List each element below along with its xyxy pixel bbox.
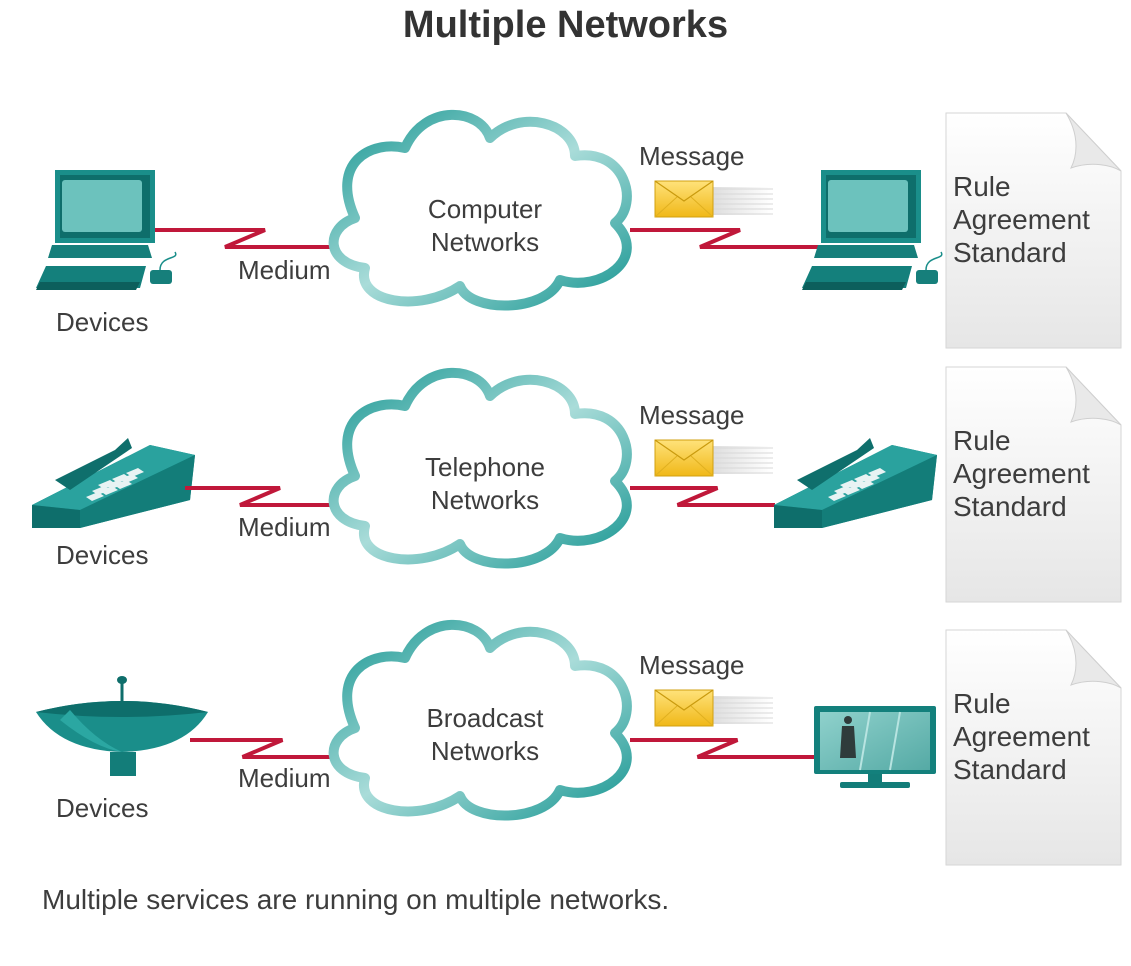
rule-item: Agreement	[953, 721, 1090, 752]
medium-line-right	[630, 738, 815, 759]
caption: Multiple services are running on multipl…	[42, 884, 670, 915]
message-label: Message	[639, 141, 745, 171]
network-cloud	[328, 109, 632, 311]
message-envelope-icon	[654, 689, 773, 727]
satellite-dish-icon	[36, 676, 208, 776]
medium-line-right	[630, 486, 775, 507]
television-icon	[814, 706, 936, 788]
network-name-line2: Networks	[430, 736, 540, 766]
message-label: Message	[639, 400, 745, 430]
network-name-line1: Telephone	[425, 452, 545, 482]
rule-item: Rule	[953, 171, 1011, 202]
network-name-line2: Networks	[430, 227, 540, 257]
medium-label: Medium	[238, 255, 331, 285]
network-row-2	[32, 366, 1122, 603]
network-name-line2: Networks	[430, 485, 540, 515]
network-cloud	[328, 367, 632, 569]
rules-document-icon	[945, 366, 1122, 603]
rules-document-icon	[945, 629, 1122, 866]
medium-label: Medium	[238, 512, 331, 542]
rules-document-icon	[945, 112, 1122, 349]
rule-item: Agreement	[953, 458, 1090, 489]
computer-icon	[36, 170, 177, 290]
computer-icon	[802, 170, 943, 290]
devices-label: Devices	[56, 793, 149, 823]
devices-label: Devices	[56, 540, 149, 570]
message-envelope-icon	[654, 439, 773, 477]
rule-item: Standard	[953, 237, 1067, 268]
page-title: Multiple Networks	[402, 4, 729, 46]
message-label: Message	[639, 650, 745, 680]
medium-label: Medium	[238, 763, 331, 793]
rule-item: Agreement	[953, 204, 1090, 235]
telephone-icon	[32, 438, 195, 528]
devices-label: Devices	[56, 307, 149, 337]
rule-item: Rule	[953, 425, 1011, 456]
medium-line-left	[190, 738, 345, 759]
message-envelope-icon	[654, 180, 773, 218]
medium-line-left	[185, 486, 345, 507]
network-row-3	[36, 619, 1122, 866]
rule-item: Rule	[953, 688, 1011, 719]
network-name-line1: Broadcast	[426, 703, 544, 733]
network-cloud	[328, 619, 632, 821]
medium-line-left	[155, 228, 345, 249]
telephone-icon	[774, 438, 937, 528]
network-name-line1: Computer	[427, 194, 543, 224]
medium-line-right	[630, 228, 820, 249]
rule-item: Standard	[953, 754, 1067, 785]
rule-item: Standard	[953, 491, 1067, 522]
network-row-1	[36, 109, 1122, 349]
